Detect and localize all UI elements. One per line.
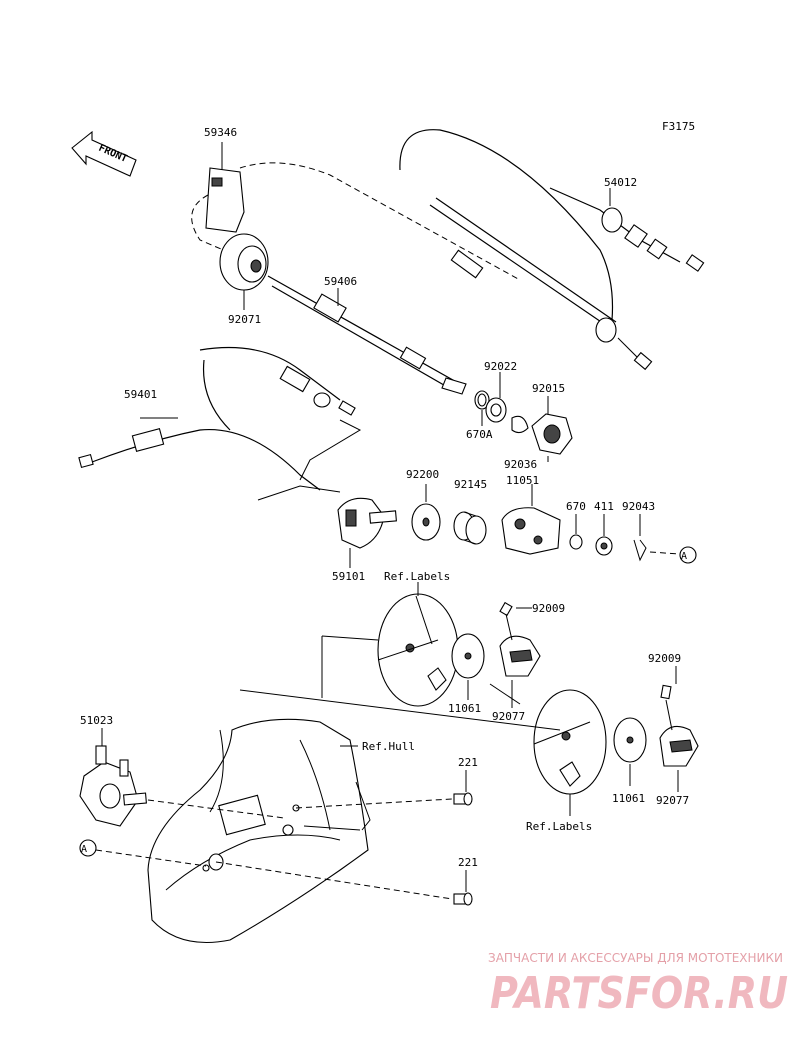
fuel-tap-51023 [79,728,285,827]
label-221-1: 221 [458,756,478,769]
label-92009-2: 92009 [648,652,681,665]
label-ref-labels-1: Ref.Labels [384,570,450,583]
label-411: 411 [594,500,614,513]
label-92036: 92036 [504,458,537,471]
label-221-2: 221 [458,856,478,869]
label-ref-labels-2: Ref.Labels [526,820,592,833]
label-54012: 54012 [604,176,637,189]
throttle-cable-59401 [78,346,362,501]
label-59101: 59101 [332,570,365,583]
label-670: 670 [566,500,586,513]
label-670A: 670A [466,428,493,441]
label-92022: 92022 [484,360,517,373]
label-92071: 92071 [228,313,261,326]
callout-a-left: A [81,844,87,855]
label-59401: 59401 [124,388,157,401]
callout-a-right: A [681,551,687,562]
label-disc-group-2 [533,666,699,816]
bolts-221 [79,770,473,906]
label-disc-group-1 [377,582,541,708]
label-92077-2: 92077 [656,794,689,807]
label-92015: 92015 [532,382,565,395]
watermark-logo: PARTSFOR.RU [490,968,788,1019]
label-92200: 92200 [406,468,439,481]
label-59346: 59346 [204,126,237,139]
watermark-tagline: ЗАПЧАСТИ И АКСЕССУАРЫ ДЛЯ МОТОТЕХНИКИ [488,951,783,965]
label-92009-1: 92009 [532,602,565,615]
label-11061-1: 11061 [448,702,481,715]
upper-cable-assembly [191,129,705,395]
diagram-id: F3175 [662,120,695,133]
label-ref-hull: Ref.Hull [362,740,415,753]
front-arrow-icon: FRONT [71,130,137,177]
hardware-stack [474,372,573,462]
hull-outline [147,718,371,943]
label-11051: 11051 [506,474,539,487]
label-11061-2: 11061 [612,792,645,805]
reference-lines [239,635,561,731]
choke-lever-row [337,484,697,568]
label-59406: 59406 [324,275,357,288]
label-92043: 92043 [622,500,655,513]
label-92077-1: 92077 [492,710,525,723]
label-51023: 51023 [80,714,113,727]
label-92145: 92145 [454,478,487,491]
